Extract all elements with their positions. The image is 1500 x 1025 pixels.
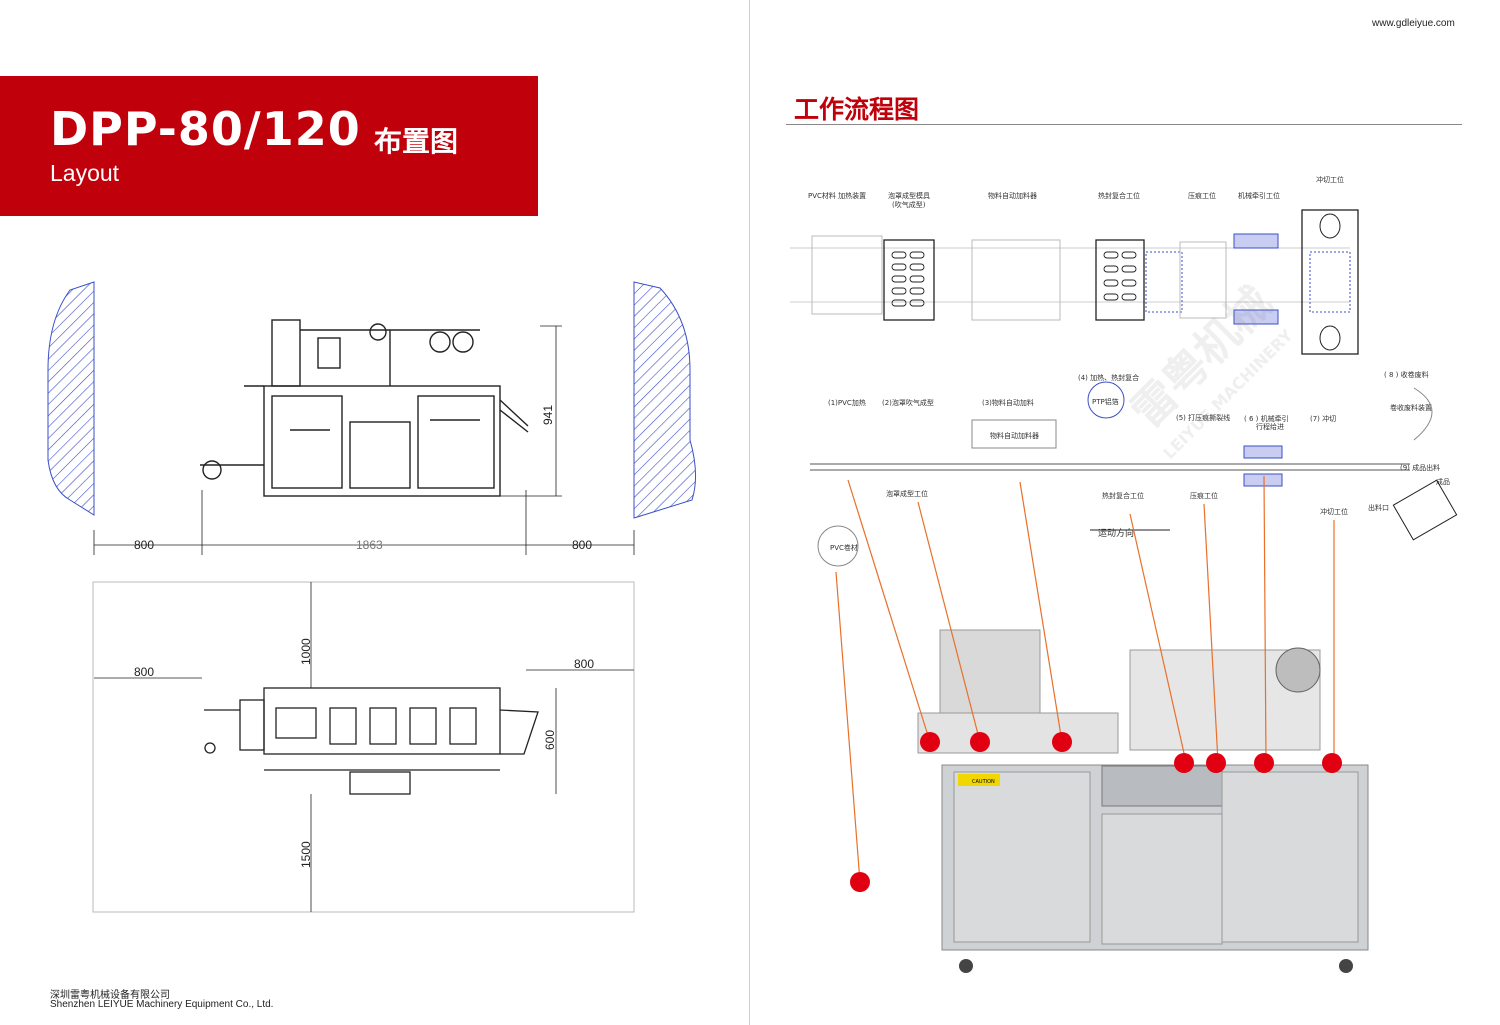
svg-text:热封复合工位: 热封复合工位 [1098,191,1140,200]
svg-text:卷收废料装置: 卷收废料装置 [1390,403,1432,412]
svg-text:成品: 成品 [1436,477,1450,486]
svg-text:(1)PVC加热: (1)PVC加热 [828,398,866,407]
svg-text:(7) 冲切: (7) 冲切 [1310,414,1336,423]
svg-text:PVC材料 加热装置: PVC材料 加热装置 [808,191,866,200]
workflow-diagram: PVC材料 加热装置 泡罩成型模具 (吹气成型) 物料自动加料器 热封复合工位 … [790,175,1458,973]
dim-top-right: 800 [574,657,594,671]
svg-text:泡罩成型工位: 泡罩成型工位 [886,489,928,498]
wall-right [633,281,696,519]
svg-text:( 8 ) 收卷废料: ( 8 ) 收卷废料 [1384,370,1429,379]
website: www.gdleiyue.com [1372,18,1455,29]
svg-text:压痕工位: 压痕工位 [1188,191,1216,200]
workflow-rule [786,124,1462,125]
title-band: DPP-80/120 布置图 Layout [0,76,538,216]
svg-text:CAUTION: CAUTION [972,779,995,785]
svg-text:机械牵引工位: 机械牵引工位 [1238,191,1280,200]
svg-text:(5) 打压痕撕裂线: (5) 打压痕撕裂线 [1176,413,1230,422]
dim-top-bottom: 1500 [299,841,313,868]
model-subtitle: 布置图 [374,125,459,158]
page-divider [749,0,750,1025]
svg-text:泡罩成型模具: 泡罩成型模具 [888,191,930,200]
svg-text:出料口: 出料口 [1368,503,1389,512]
company-name-en: Shenzhen LEIYUE Machinery Equipment Co.,… [50,999,274,1010]
front-view [200,319,529,497]
workflow-title: 工作流程图 [794,95,920,124]
model-title: DPP-80/120 [50,102,361,156]
process-line: (1)PVC加热 (2)泡罩吹气成型 (3)物料自动加料 (4) 加热、热封复合… [810,370,1458,567]
machine-photo: CAUTION [917,629,1369,973]
top-view [204,687,539,795]
svg-text:( 6 ) 机械牵引: ( 6 ) 机械牵引 [1244,414,1289,423]
svg-text:冲切工位: 冲切工位 [1316,175,1344,184]
station-strip: PVC材料 加热装置 泡罩成型模具 (吹气成型) 物料自动加料器 热封复合工位 … [790,175,1359,355]
dim-top-left: 800 [134,665,154,679]
dim-front-left: 800 [134,538,154,552]
svg-text:(吹气成型): (吹气成型) [892,200,926,209]
wall-left [47,281,95,516]
svg-text:(9) 成品出料: (9) 成品出料 [1400,463,1440,472]
svg-text:(4) 加热、热封复合: (4) 加热、热封复合 [1078,373,1139,382]
dim-top-top: 1000 [299,638,313,665]
svg-text:PTP铝箔: PTP铝箔 [1092,397,1119,406]
top-view-area [92,581,635,913]
svg-text:热封复合工位: 热封复合工位 [1102,491,1144,500]
svg-text:冲切工位: 冲切工位 [1320,507,1348,516]
layout-drawing: 800 1863 800 941 1000 800 800 600 1500 [47,281,696,913]
svg-text:物料自动加料器: 物料自动加料器 [990,431,1039,440]
svg-text:行程给进: 行程给进 [1256,422,1284,431]
dim-front-middle: 1863 [356,538,383,552]
svg-text:PVC卷材: PVC卷材 [830,543,858,552]
svg-text:物料自动加料器: 物料自动加料器 [988,191,1037,200]
dim-top-depth: 600 [543,730,557,750]
company-name-cn: 深圳雷粤机械设备有限公司 [50,990,170,1001]
svg-text:(2)泡罩吹气成型: (2)泡罩吹气成型 [882,398,934,407]
dim-front-right: 800 [572,538,592,552]
svg-text:(3)物料自动加料: (3)物料自动加料 [982,398,1034,407]
svg-text:压痕工位: 压痕工位 [1190,491,1218,500]
layout-label: Layout [50,160,120,186]
dim-front-height: 941 [541,405,555,425]
svg-text:运动方向: 运动方向 [1098,527,1134,539]
